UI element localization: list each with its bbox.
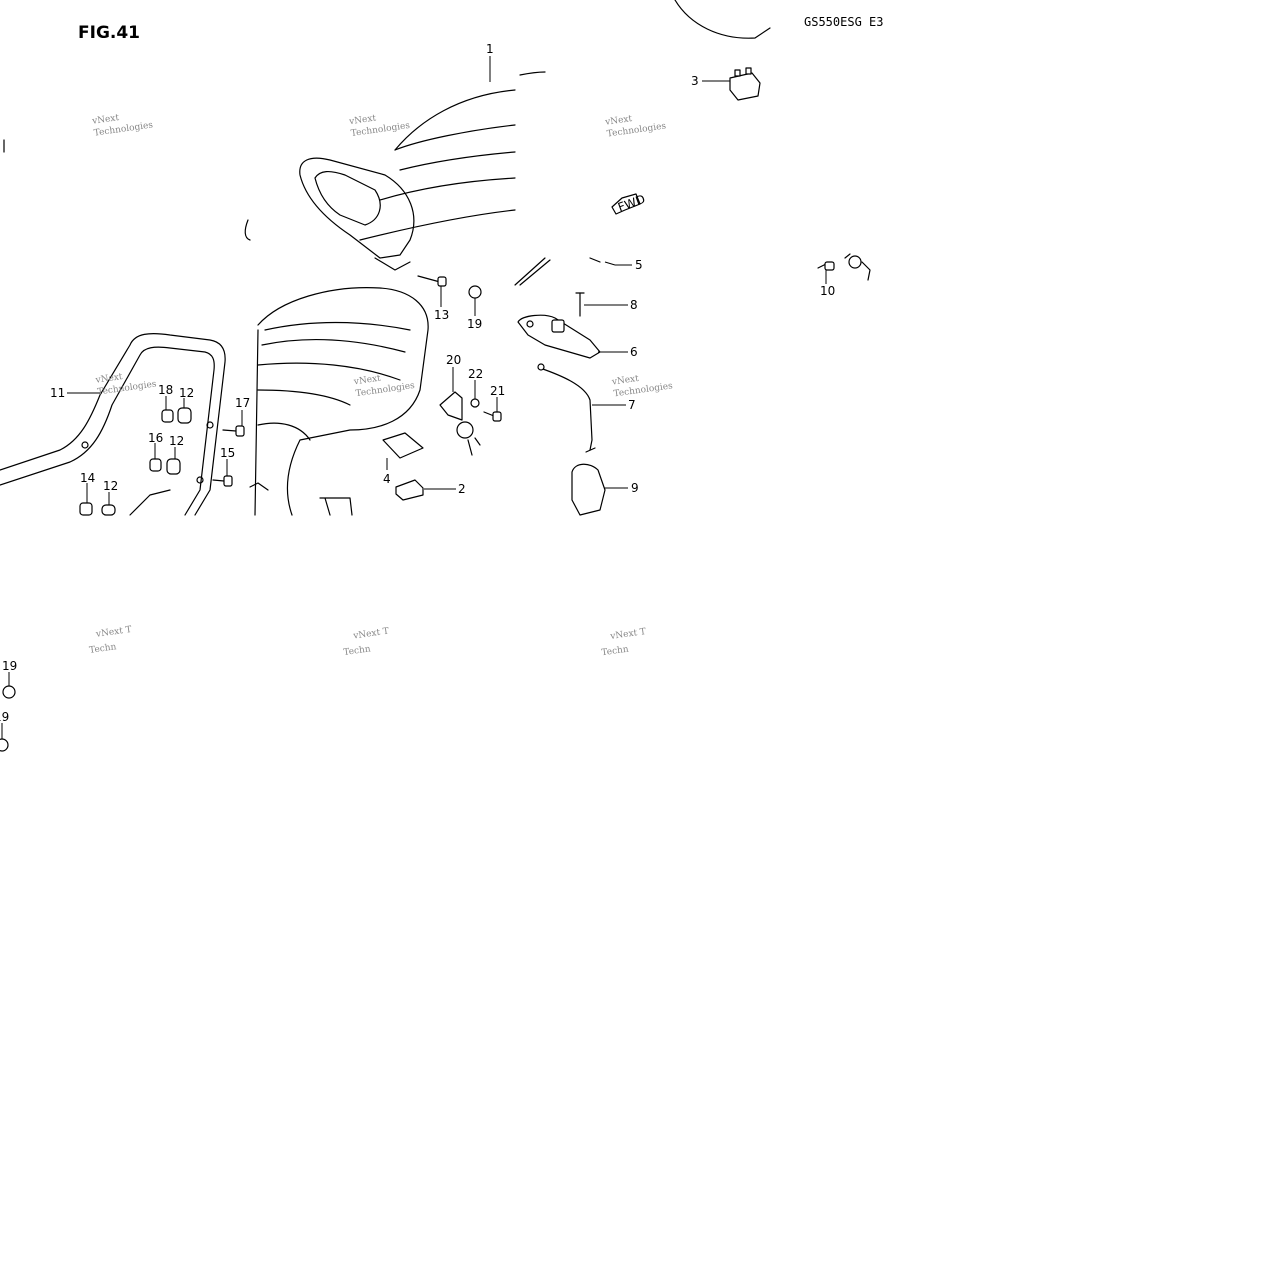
- callout-8: 8: [630, 298, 638, 312]
- watermark-line1: vNext: [91, 113, 120, 127]
- callout-19: 19: [0, 710, 9, 724]
- callout-10: 10: [820, 284, 835, 298]
- watermark-partial-line2: Techn: [89, 642, 118, 656]
- seat-assembly-illustration: FWD: [0, 0, 871, 752]
- watermark-line1: vNext: [610, 374, 639, 388]
- small-parts: [0, 0, 871, 752]
- watermark-partial-line1: vNext T: [352, 627, 390, 642]
- callout-11: 11: [50, 386, 65, 400]
- model-code: GS550ESG E3: [804, 15, 883, 29]
- callout-16: 16: [148, 431, 163, 445]
- watermark-line1: vNext: [348, 113, 377, 127]
- callout-14: 14: [80, 471, 95, 485]
- grab-rail-part-11: [0, 333, 226, 516]
- callout-15: 15: [220, 446, 235, 460]
- callout-18: 18: [158, 383, 173, 397]
- fwd-label: FWD: [616, 192, 647, 215]
- callout-1: 1: [486, 42, 494, 56]
- callout-19: 19: [467, 317, 482, 331]
- callout-19: 19: [2, 659, 17, 673]
- watermark-partial-line2: Techn: [601, 645, 630, 659]
- seat-part-1: [244, 71, 546, 271]
- watermark-line1: vNext: [352, 374, 381, 388]
- callout-4: 4: [383, 472, 391, 486]
- callout-3: 3: [691, 74, 699, 88]
- callout-13: 13: [434, 308, 449, 322]
- seat-part-lower: [254, 287, 429, 516]
- callout-6: 6: [630, 345, 638, 359]
- leader-lines: [1, 56, 827, 739]
- watermark-partial-line1: vNext T: [94, 625, 132, 640]
- callout-12: 12: [169, 434, 184, 448]
- callout-12: 12: [103, 479, 118, 493]
- fwd-arrow: FWD: [611, 192, 647, 215]
- callout-7: 7: [628, 398, 636, 412]
- figure-label: FIG.41: [78, 23, 140, 43]
- watermarks: vNext Technologies vNext Technologies vN…: [89, 113, 674, 659]
- watermark-line1: vNext: [604, 114, 633, 128]
- callout-17: 17: [235, 396, 250, 410]
- watermark-partial-line1: vNext T: [609, 627, 647, 642]
- callout-labels: 1 2 3 4 5 6 7 8 9 10 11 12 12 12 13 14 1…: [0, 42, 835, 724]
- callout-21: 21: [490, 384, 505, 398]
- callout-22: 22: [468, 367, 483, 381]
- callout-2: 2: [458, 482, 466, 496]
- watermark-line1: vNext: [94, 372, 123, 386]
- callout-20: 20: [446, 353, 461, 367]
- callout-5: 5: [635, 258, 643, 272]
- callout-12: 12: [179, 386, 194, 400]
- callout-9: 9: [631, 481, 639, 495]
- watermark-partial-line2: Techn: [343, 644, 372, 658]
